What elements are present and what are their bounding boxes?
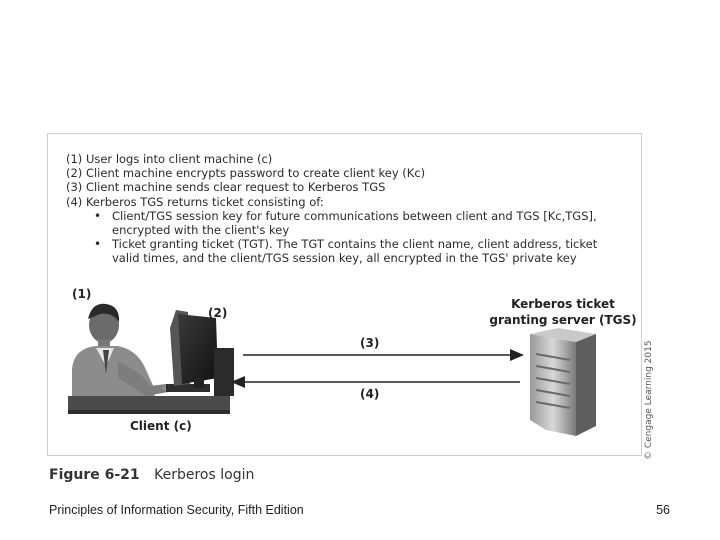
- step-1-text: (1) User logs into client machine (c): [66, 152, 273, 166]
- desk: [68, 396, 230, 414]
- ticket-contents-list: Client/TGS session key for future commun…: [66, 209, 626, 266]
- tgs-server-label-line-2: granting server (TGS): [489, 313, 637, 327]
- arrow-4-label: (4): [360, 387, 380, 401]
- page-number: 56: [656, 503, 670, 517]
- arrow-4-response: [231, 376, 520, 388]
- client-label: Client (c): [130, 419, 192, 433]
- bullet-tgt: Ticket granting ticket (TGT). The TGT co…: [84, 237, 626, 265]
- arrow-3-request: [243, 349, 524, 361]
- step-2-text: (2) Client machine encrypts password to …: [66, 166, 426, 181]
- bullet-session-key: Client/TGS session key for future commun…: [84, 209, 626, 237]
- step-3-text: (3) Client machine sends clear request t…: [66, 180, 386, 195]
- steps-list: (1) User logs into client machine (c) (2…: [66, 152, 626, 266]
- user-icon: [72, 303, 176, 410]
- figure-number: Figure 6-21: [49, 467, 140, 483]
- book-title-footer: Principles of Information Security, Fift…: [49, 503, 304, 517]
- tgs-server-icon: [530, 328, 596, 436]
- figure-caption: Figure 6-21 Kerberos login: [49, 467, 254, 483]
- login-diagram: [68, 303, 596, 436]
- step-1-label: (1): [72, 287, 92, 301]
- copyright-notice: © Cengage Learning 2015: [644, 340, 654, 460]
- figure-title: Kerberos login: [154, 467, 255, 483]
- tgs-server-label-line-1: Kerberos ticket: [511, 297, 615, 311]
- tgs-server-label: Kerberos ticket granting server (TGS): [488, 296, 638, 328]
- step-4-text: (4) Kerberos TGS returns ticket consisti…: [66, 194, 324, 209]
- arrow-3-label: (3): [360, 336, 380, 350]
- client-computer-icon: [166, 310, 234, 396]
- desk-edge: [68, 410, 230, 414]
- figure-frame: (1) User logs into client machine (c) (2…: [47, 133, 642, 456]
- step-2-label: (2): [208, 306, 228, 320]
